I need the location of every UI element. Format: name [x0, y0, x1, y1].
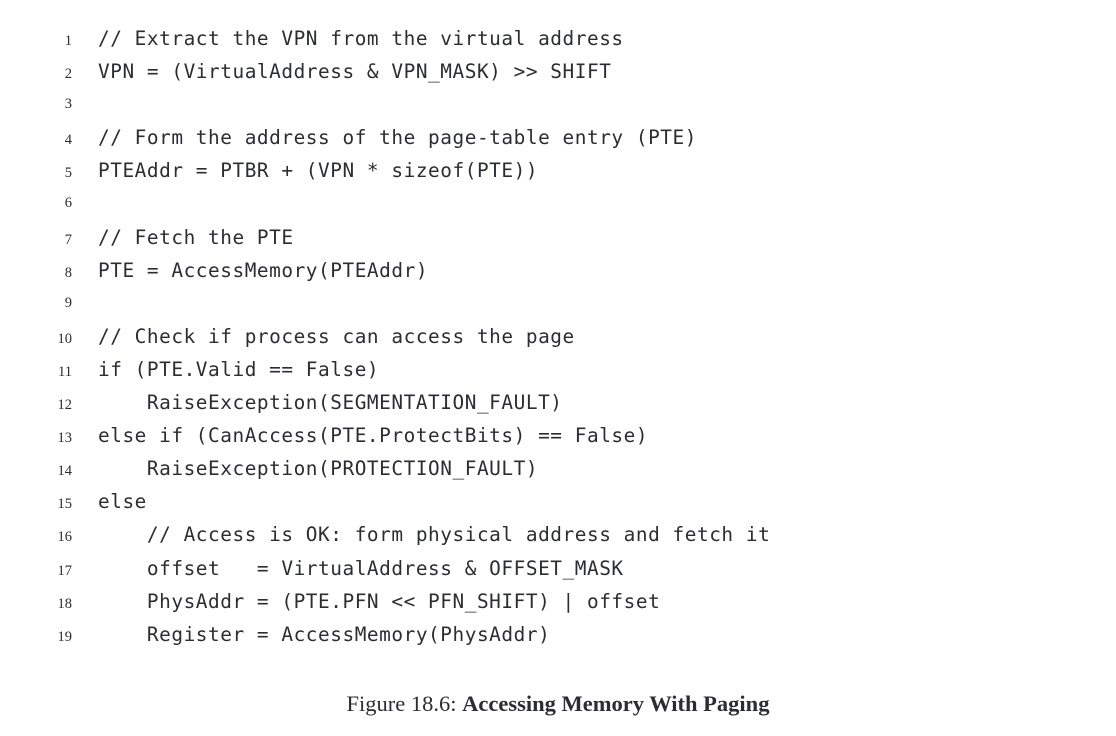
- code-line-number: 9: [64, 294, 72, 311]
- code-line-number: 5: [64, 165, 72, 182]
- code-line-number: 6: [64, 195, 72, 212]
- code-line-text: if (PTE.Valid == False): [98, 357, 380, 381]
- code-line-text: RaiseException(SEGMENTATION_FAULT): [98, 391, 563, 415]
- code-line-number: 4: [64, 132, 72, 149]
- code-line: 13 else if (CanAccess(PTE.ProtectBits) ==…: [0, 419, 1116, 452]
- code-line-text: PhysAddr = (PTE.PFN << PFN_SHIFT) | offs…: [98, 589, 661, 613]
- code-line: 5 PTEAddr = PTBR + (VPN * sizeof(PTE)): [0, 154, 1116, 187]
- code-line: 15 else: [0, 485, 1116, 518]
- code-line-text: PTEAddr = PTBR + (VPN * sizeof(PTE)): [98, 159, 539, 183]
- code-line-text: // Extract the VPN from the virtual addr…: [98, 27, 624, 50]
- code-line-number: 1: [64, 33, 72, 49]
- code-line: 11 if (PTE.Valid == False): [0, 353, 1116, 386]
- code-line-number: 17: [57, 562, 73, 579]
- code-line: 7 // Fetch the PTE: [0, 221, 1116, 254]
- code-line-text: // Check if process can access the page: [98, 324, 575, 348]
- code-line-number: 12: [57, 397, 73, 414]
- code-line: 12 RaiseException(SEGMENTATION_FAULT): [0, 386, 1116, 419]
- figure-caption: Figure 18.6: Accessing Memory With Pagin…: [0, 690, 1116, 718]
- code-line-text: PTE = AccessMemory(PTEAddr): [98, 258, 429, 282]
- code-line-number: 2: [64, 66, 72, 83]
- code-line-number: 10: [57, 330, 73, 347]
- code-line-text: offset = VirtualAddress & OFFSET_MASK: [98, 556, 624, 580]
- code-listing: 1 // Extract the VPN from the virtual add…: [0, 22, 1116, 651]
- code-line: 14 RaiseException(PROTECTION_FAULT): [0, 452, 1116, 485]
- code-line: 19 Register = AccessMemory(PhysAddr): [0, 618, 1116, 651]
- code-line-number: 3: [64, 96, 72, 113]
- code-line-number: 19: [57, 628, 73, 645]
- code-line-number: 18: [57, 595, 73, 612]
- code-line: 3: [0, 88, 1116, 121]
- code-line-number: 13: [57, 430, 73, 447]
- code-line: 8 PTE = AccessMemory(PTEAddr): [0, 254, 1116, 287]
- code-line-number: 11: [58, 363, 72, 380]
- code-line: 16 // Access is OK: form physical addres…: [0, 518, 1116, 551]
- code-line-text: else if (CanAccess(PTE.ProtectBits) == F…: [98, 424, 649, 448]
- code-line: 6: [0, 187, 1116, 220]
- code-line-text: // Fetch the PTE: [98, 225, 294, 249]
- code-line-text: else: [98, 490, 147, 514]
- code-line-text: Register = AccessMemory(PhysAddr): [98, 622, 551, 646]
- code-line: 18 PhysAddr = (PTE.PFN << PFN_SHIFT) | o…: [0, 585, 1116, 618]
- figure-caption-title: Accessing Memory With Paging: [462, 691, 770, 716]
- figure-caption-label: Figure 18.6:: [346, 691, 457, 716]
- code-line-number: 16: [57, 529, 73, 546]
- code-line-number: 14: [57, 463, 73, 480]
- code-line: 4 // Form the address of the page-table e…: [0, 121, 1116, 154]
- code-line-number: 7: [64, 231, 72, 248]
- code-line-text: RaiseException(PROTECTION_FAULT): [98, 457, 539, 481]
- code-line: 10 // Check if process can access the pag…: [0, 320, 1116, 353]
- code-line-text: // Access is OK: form physical address a…: [98, 523, 771, 547]
- code-line-text: // Form the address of the page-table en…: [98, 126, 697, 150]
- code-line-number: 15: [57, 496, 73, 513]
- code-line: 1 // Extract the VPN from the virtual add…: [0, 22, 1116, 55]
- code-line-number: 8: [64, 264, 72, 281]
- code-line-text: VPN = (VirtualAddress & VPN_MASK) >> SHI…: [98, 60, 612, 84]
- code-line: 9: [0, 287, 1116, 320]
- code-line: 2 VPN = (VirtualAddress & VPN_MASK) >> SH…: [0, 55, 1116, 88]
- code-line: 17 offset = VirtualAddress & OFFSET_MASK: [0, 552, 1116, 585]
